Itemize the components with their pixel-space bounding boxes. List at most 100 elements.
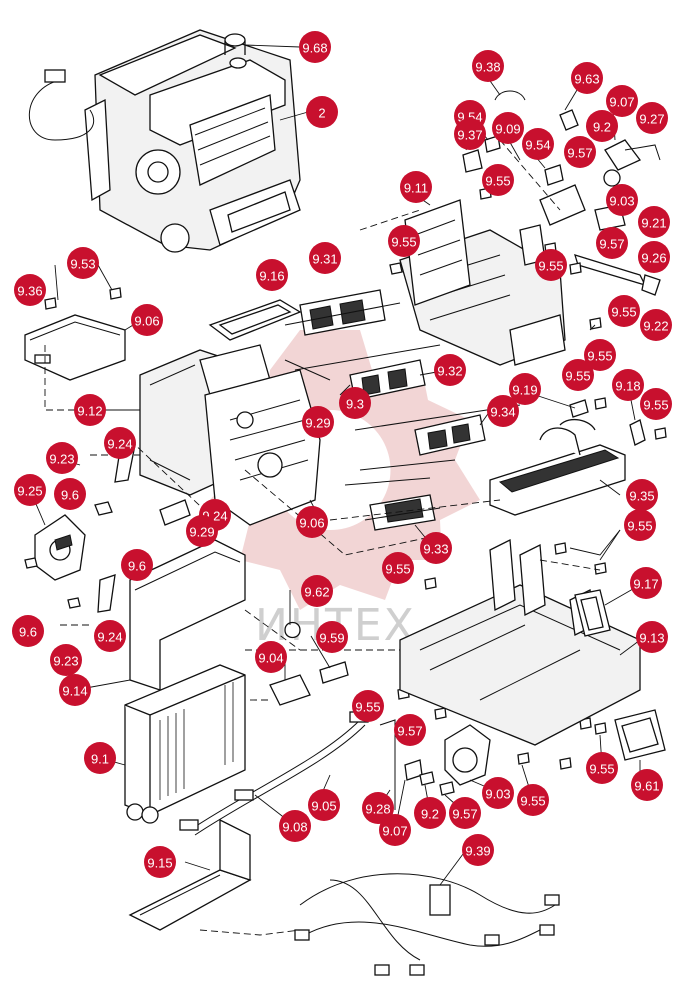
air-door-931 [284,289,401,336]
callout-label: 9.06 [134,314,159,329]
callout-c934: 9.34 [487,395,519,427]
callout-label: 9.63 [574,72,599,87]
callout-badge [487,395,519,427]
callout-badge [74,394,106,426]
callout-c939: 9.39 [462,834,494,866]
callout-label: 9.28 [365,802,390,817]
callout-label: 9.33 [423,542,448,557]
callout-badge [104,427,136,459]
callout-badge [638,206,670,238]
callout-badge [302,406,334,438]
expansion-valve [269,621,349,706]
callout-badge [606,184,638,216]
callout-label: 9.2 [421,807,439,822]
callout-label: 9.2 [593,120,611,135]
callout-label: 9.55 [355,700,380,715]
callout-c955d: 9.55 [608,295,640,327]
gasket-961 [614,709,666,761]
callout-label: 9.57 [452,807,477,822]
callout-label: 9.54 [525,138,550,153]
callout-badge [414,797,446,829]
callout-c2: 2 [306,96,338,128]
callout-c96c: 9.6 [12,615,44,647]
callout-label: 9.55 [587,349,612,364]
callout-badge [482,777,514,809]
callout-badge [59,674,91,706]
callout-label: 9.18 [615,379,640,394]
callout-label: 9.23 [53,654,78,669]
callout-label: 9.12 [77,404,102,419]
callout-badge [14,274,46,306]
callout-c904: 9.04 [255,641,287,673]
callout-label: 9.55 [485,174,510,189]
callout-c909: 9.09 [492,112,524,144]
callout-label: 9.36 [17,284,42,299]
callout-label: 9.21 [641,216,666,231]
callout-badge [131,304,163,336]
callout-c955c: 9.55 [388,225,420,257]
callout-badge [299,31,331,63]
callout-badge [636,621,668,653]
evaporator-cover [129,539,246,691]
cover-936 [24,314,126,381]
callout-label: 9.57 [599,237,624,252]
air-door-933 [364,494,441,531]
callout-c911: 9.11 [400,171,432,203]
callout-badge [420,532,452,564]
callout-label: 9.37 [457,128,482,143]
callout-label: 9.04 [258,651,283,666]
callout-badge [606,85,638,117]
callout-badge [316,621,348,653]
callout-c912: 9.12 [74,394,106,426]
callout-label: 9.09 [495,122,520,137]
callout-label: 9.57 [567,146,592,161]
callout-badge [522,128,554,160]
callout-badge [382,552,414,584]
lever-924 [97,444,191,613]
callout-c931: 9.31 [309,242,341,274]
callout-badge [638,241,670,273]
callout-c955b: 9.55 [535,249,567,281]
callout-c928: 9.28 [362,792,394,824]
callout-c96a: 9.6 [54,478,86,510]
wire-harness-939 [294,873,560,976]
callout-c955j: 9.55 [352,690,384,722]
callout-c92b: 9.2 [414,797,446,829]
callout-c955i: 9.55 [382,552,414,584]
callout-badge [564,136,596,168]
callout-c938: 9.38 [472,50,504,82]
callout-label: 9.17 [633,577,658,592]
drain-tray-915 [128,818,252,931]
gasket-917 [574,589,611,637]
callout-badge [631,769,663,801]
callout-badge [482,164,514,196]
callout-badge [434,354,466,386]
callout-badge [571,62,603,94]
callout-c954b: 9.54 [522,128,554,160]
callout-label: 9.03 [485,787,510,802]
callout-label: 9.6 [19,625,37,640]
callout-label: 2 [318,106,325,121]
callout-c921: 9.21 [638,206,670,238]
callout-badge [54,478,86,510]
callout-label: 9.55 [565,369,590,384]
callout-label: 9.03 [609,194,634,209]
callout-label: 9.32 [437,364,462,379]
callout-label: 9.11 [404,181,428,196]
callout-c929a: 9.29 [302,406,334,438]
link-rods [284,359,456,486]
callout-c922: 9.22 [640,309,672,341]
callout-label: 9.61 [634,779,659,794]
bracket-918 [569,399,646,446]
callout-badge [50,644,82,676]
callout-badge [517,784,549,816]
callout-c957a: 9.57 [564,136,596,168]
callout-badge [586,752,618,784]
callout-c923b: 9.23 [50,644,82,676]
callout-c959: 9.59 [316,621,348,653]
callout-label: 9.38 [475,60,500,75]
callout-badge [339,387,371,419]
callout-label: 9.29 [305,416,330,431]
